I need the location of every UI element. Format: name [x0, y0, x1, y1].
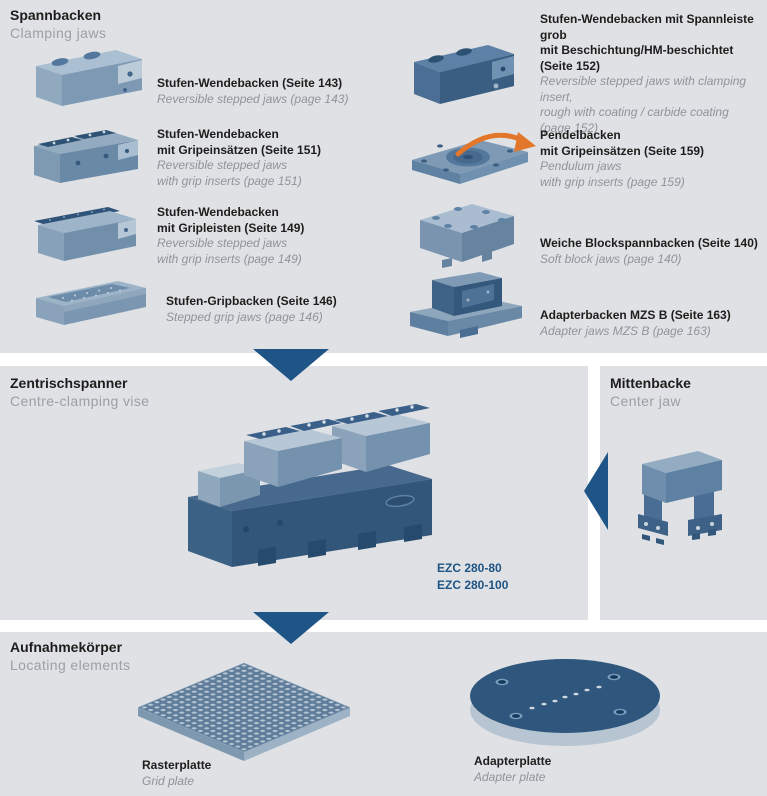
down-arrow-icon — [253, 612, 329, 644]
stepped-grip-jaw-image — [36, 281, 146, 325]
vise-title-de: Zentrischspanner — [10, 375, 128, 391]
product-label: Stufen-Wendebacken (Seite 143) Reversibl… — [157, 76, 348, 107]
product-label: Rasterplatte Grid plate — [142, 758, 211, 789]
product-name-de: Weiche Blockspannbacken (Seite 140) — [540, 236, 758, 250]
vise-model-numbers: EZC 280-80 EZC 280-100 — [437, 561, 509, 592]
center-jaw-image — [638, 451, 722, 545]
left-arrow-icon — [584, 452, 608, 530]
product-name-en: Adapter jaws MZS B (page 163) — [540, 323, 711, 338]
pendulum-jaw-image — [412, 140, 528, 184]
product-name-en: Reversible stepped jaws with grip insert… — [157, 236, 302, 266]
locating-elements-header: Aufnahmekörper Locating elements — [10, 638, 130, 674]
stepped-jaw-grip-inserts-image — [34, 130, 138, 183]
clamping-jaws-header: Spannbacken Clamping jaws — [10, 6, 106, 42]
stepped-jaw-grip-rails-image — [34, 207, 136, 261]
product-label: Stufen-Wendebacken mit Gripleisten (Seit… — [157, 205, 304, 267]
product-name-en: Grid plate — [142, 773, 195, 788]
product-name-en: Soft block jaws (page 140) — [540, 251, 682, 266]
clamping-jaws-title-en: Clamping jaws — [10, 25, 107, 41]
product-name-de: Stufen-Wendebacken mit Gripeinsätzen (Se… — [157, 127, 322, 157]
center-jaw-title-de: Mittenbacke — [610, 375, 691, 391]
centre-clamping-vise-image — [188, 404, 432, 567]
product-name-en: Reversible stepped jaws (page 143) — [157, 91, 349, 106]
center-jaw-header: Mittenbacke Center jaw — [610, 374, 691, 410]
product-name-en: Pendulum jaws with grip inserts (page 15… — [540, 159, 685, 189]
product-name-en: Adapter plate — [474, 769, 546, 784]
product-name-de: Stufen-Wendebacken mit Gripleisten (Seit… — [157, 205, 305, 235]
coated-stepped-jaw-image — [414, 45, 514, 104]
adapter-plate-image — [470, 659, 660, 746]
center-jaw-title-en: Center jaw — [610, 393, 681, 409]
product-name-de: Adapterplatte — [474, 754, 552, 768]
adapter-jaw-image — [410, 272, 522, 338]
locating-elements-title-en: Locating elements — [10, 657, 131, 673]
product-name-en: Reversible stepped jaws with clamping in… — [540, 74, 747, 135]
product-name-de: Stufen-Wendebacken mit Spannleiste grob … — [540, 12, 754, 73]
product-name-de: Rasterplatte — [142, 758, 212, 772]
rotate-arrow-icon — [455, 132, 536, 157]
grid-plate-image — [138, 662, 350, 761]
product-label: Weiche Blockspannbacken (Seite 140) Soft… — [540, 236, 758, 267]
locating-elements-title-de: Aufnahmekörper — [10, 639, 123, 655]
stepped-reversible-jaw-image — [36, 50, 142, 106]
vise-header: Zentrischspanner Centre-clamping vise — [10, 374, 150, 410]
vise-title-en: Centre-clamping vise — [10, 393, 150, 409]
product-name-en: Stepped grip jaws (page 146) — [166, 309, 323, 324]
product-label: Stufen-Wendebacken mit Gripeinsätzen (Se… — [157, 127, 321, 189]
product-name-en: Reversible stepped jaws with grip insert… — [157, 158, 302, 188]
product-name-de: Stufen-Gripbacken (Seite 146) — [166, 294, 337, 308]
product-label: Adapterplatte Adapter plate — [474, 754, 551, 785]
product-name-de: Adapterbacken MZS B (Seite 163) — [540, 308, 731, 322]
product-label: Stufen-Gripbacken (Seite 146) Stepped gr… — [166, 294, 337, 325]
product-label: Adapterbacken MZS B (Seite 163) Adapter … — [540, 308, 731, 339]
product-name-de: Stufen-Wendebacken (Seite 143) — [157, 76, 343, 90]
product-name-de: Pendelbacken mit Gripeinsätzen (Seite 15… — [540, 128, 705, 158]
soft-block-jaw-image — [420, 204, 514, 268]
product-label: Pendelbacken mit Gripeinsätzen (Seite 15… — [540, 128, 704, 190]
down-arrow-icon — [253, 349, 329, 381]
product-label: Stufen-Wendebacken mit Spannleiste grob … — [540, 12, 767, 136]
clamping-jaws-title-de: Spannbacken — [10, 7, 102, 23]
